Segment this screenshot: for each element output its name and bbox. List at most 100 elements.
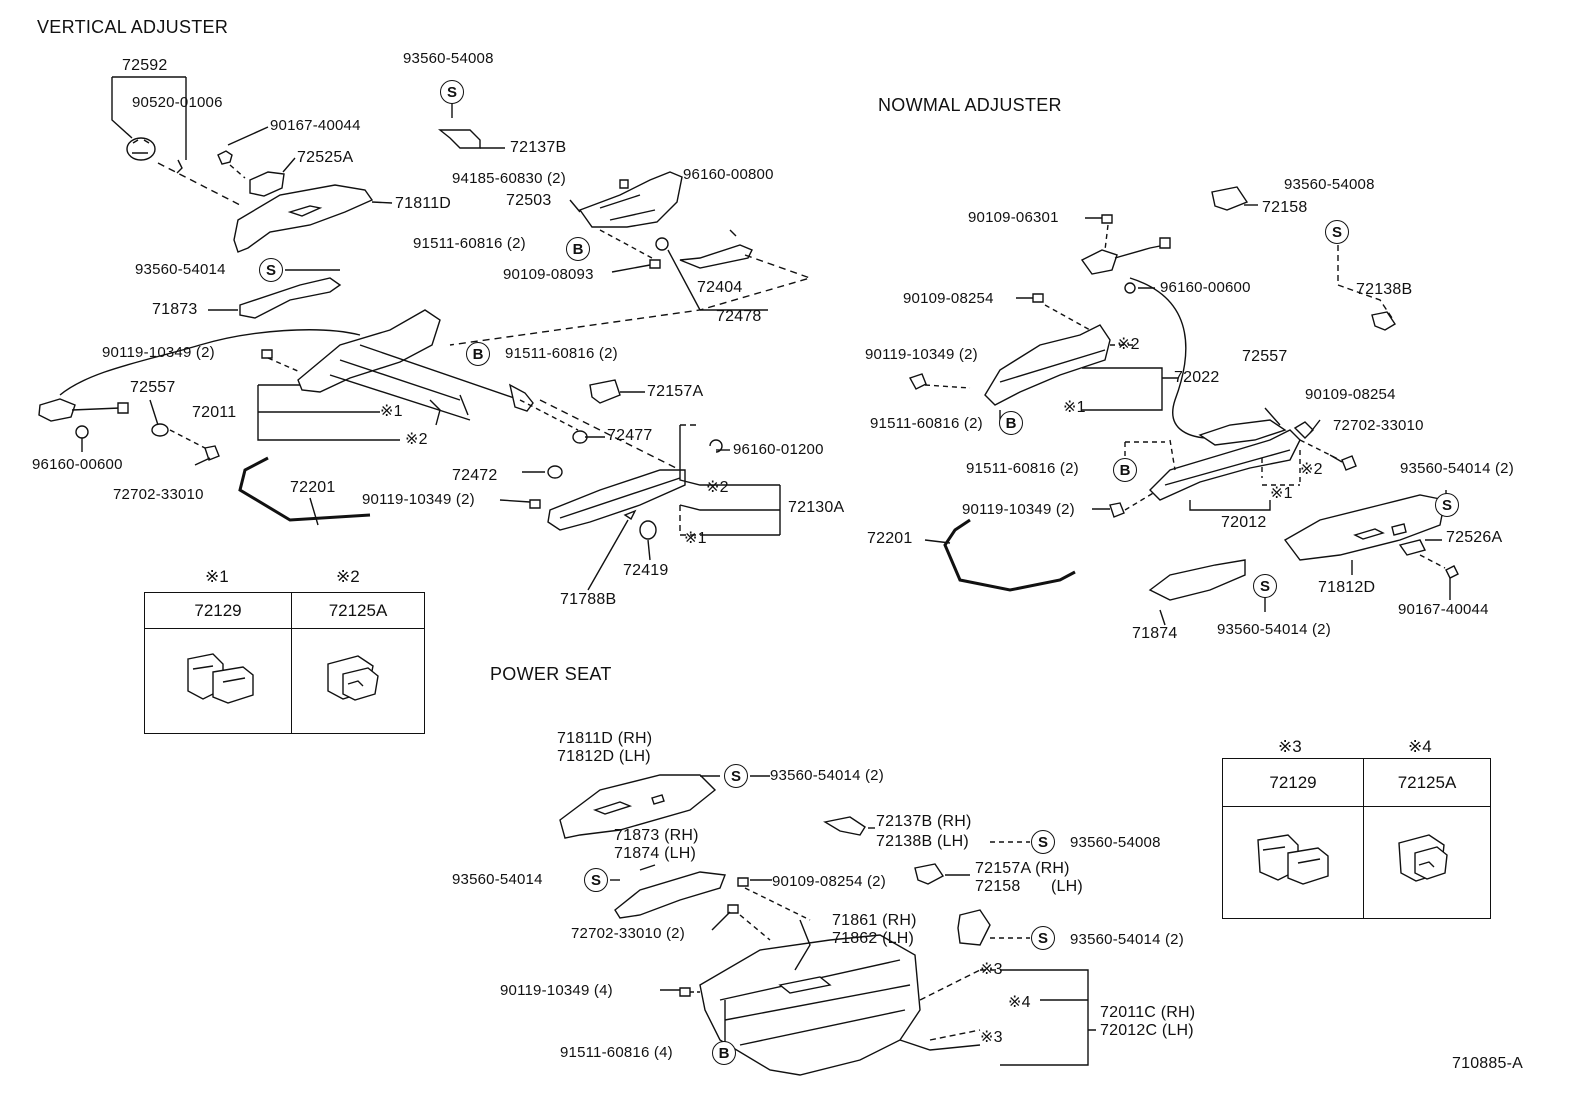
part-label: 72157A: [647, 383, 704, 400]
part-label: (LH): [1051, 878, 1083, 895]
part-label: 90119-10349 (4): [500, 982, 613, 999]
part-label: 90109-06301: [968, 209, 1059, 226]
part-label: 72137B (RH): [876, 813, 972, 830]
part-label: 72130A: [788, 499, 845, 516]
part-label: 72022: [1174, 369, 1220, 386]
part-label: 90119-10349 (2): [362, 491, 475, 508]
variant-cell-label: 72129: [144, 592, 292, 629]
part-label: 93560-54014: [135, 261, 226, 278]
section-title-normal-adjuster: NOWMAL ADJUSTER: [878, 95, 1062, 115]
part-label: 71861 (RH): [832, 912, 917, 929]
part-label: 96160-01200: [733, 441, 824, 458]
part-label: 72472: [452, 467, 498, 484]
part-label: 72138B: [1356, 281, 1413, 298]
b-symbol: B: [466, 342, 490, 366]
table-header-note4: ※4: [1408, 737, 1432, 756]
variant-cell-label: 72125A: [291, 592, 425, 629]
part-label: 72158: [975, 878, 1021, 895]
part-label: 96160-00600: [1160, 279, 1251, 296]
part-label: 72702-33010 (2): [571, 925, 685, 942]
part-label: 90109-08254: [1305, 386, 1396, 403]
note-mark: ※1: [1063, 399, 1086, 416]
part-label: 91511-60816 (2): [870, 415, 983, 432]
b-symbol: B: [566, 237, 590, 261]
s-symbol: S: [584, 868, 608, 892]
b-symbol: B: [999, 411, 1023, 435]
part-label: 71874 (LH): [614, 845, 697, 862]
part-label: 91511-60816 (2): [413, 235, 526, 252]
part-label: 71811D (RH): [557, 730, 653, 747]
part-label: 72557: [130, 379, 176, 396]
part-label: 72157A (RH): [975, 860, 1070, 877]
variant-image-cell: [1363, 806, 1491, 919]
part-label: 90520-01006: [132, 94, 223, 111]
table-header-note2: ※2: [336, 567, 360, 586]
part-label: 96160-00800: [683, 166, 774, 183]
part-label: 72478: [716, 308, 762, 325]
knob-part: [126, 137, 156, 161]
s-symbol: S: [1031, 830, 1055, 854]
note-mark: ※1: [1270, 485, 1293, 502]
variant-image-cell: [144, 628, 292, 734]
part-label: 93560-54014 (2): [1217, 621, 1331, 638]
part-label: 71788B: [560, 591, 617, 608]
part-label: 90119-10349 (2): [102, 344, 215, 361]
bracket-part-icon: [1398, 834, 1448, 882]
part-label: 72011: [192, 404, 237, 421]
part-label: 71812D (LH): [557, 748, 651, 765]
note-mark: ※3: [980, 961, 1003, 978]
table-header-note3: ※3: [1278, 737, 1302, 756]
s-symbol: S: [1325, 220, 1349, 244]
part-label: 72158: [1262, 199, 1308, 216]
note-mark: ※2: [1300, 461, 1323, 478]
part-label: 90119-10349 (2): [962, 501, 1075, 518]
note-mark: ※2: [706, 479, 729, 496]
part-label: 72404: [697, 279, 743, 296]
b-symbol: B: [712, 1041, 736, 1065]
variant-cell-label: 72129: [1222, 758, 1364, 807]
part-label: 71874: [1132, 625, 1178, 642]
s-symbol: S: [1031, 926, 1055, 950]
variant-table-1: 72129 72125A: [144, 592, 425, 734]
part-label: 72526A: [1446, 529, 1503, 546]
part-label: 90167-40044: [1398, 601, 1489, 618]
part-label: 72702-33010: [1333, 417, 1424, 434]
part-label: 72201: [867, 530, 913, 547]
part-label: 72557: [1242, 348, 1288, 365]
note-mark: ※4: [1008, 994, 1031, 1011]
s-symbol: S: [724, 764, 748, 788]
section-title-vertical-adjuster: VERTICAL ADJUSTER: [37, 17, 229, 37]
part-label: 94185-60830 (2): [452, 170, 566, 187]
part-label: 71862 (LH): [832, 930, 915, 947]
s-symbol: S: [1253, 574, 1277, 598]
variant-image-cell: [1222, 806, 1364, 919]
part-label: 72503: [506, 192, 552, 209]
part-label: 71873 (RH): [614, 827, 699, 844]
note-mark: ※2: [1117, 336, 1140, 353]
variant-cell-label: 72125A: [1363, 758, 1491, 807]
part-label: 93560-54008: [1070, 834, 1161, 851]
part-label: 93560-54014 (2): [1070, 931, 1184, 948]
part-label: 72011C (RH): [1100, 1004, 1196, 1021]
part-label: 93560-54014 (2): [770, 767, 884, 784]
note-mark: ※1: [380, 403, 403, 420]
part-label: 93560-54014: [452, 871, 543, 888]
part-label: 72702-33010: [113, 486, 204, 503]
part-label: 72592: [122, 57, 168, 74]
part-label: 72477: [607, 427, 653, 444]
s-symbol: S: [440, 80, 464, 104]
table-header-note1: ※1: [205, 567, 229, 586]
s-symbol: S: [1435, 493, 1459, 517]
clip-part-icon: [187, 652, 254, 704]
part-label: 91511-60816 (2): [505, 345, 618, 362]
part-label: 72419: [623, 562, 669, 579]
part-label: 71873: [152, 301, 198, 318]
part-label: 96160-00600: [32, 456, 123, 473]
document-number: 710885-A: [1452, 1055, 1523, 1072]
clip-part-icon: [1257, 834, 1329, 885]
part-label: 72012C (LH): [1100, 1022, 1194, 1039]
part-label: 93560-54008: [1284, 176, 1375, 193]
section-title-power-seat: POWER SEAT: [490, 664, 612, 684]
note-mark: ※3: [980, 1029, 1003, 1046]
